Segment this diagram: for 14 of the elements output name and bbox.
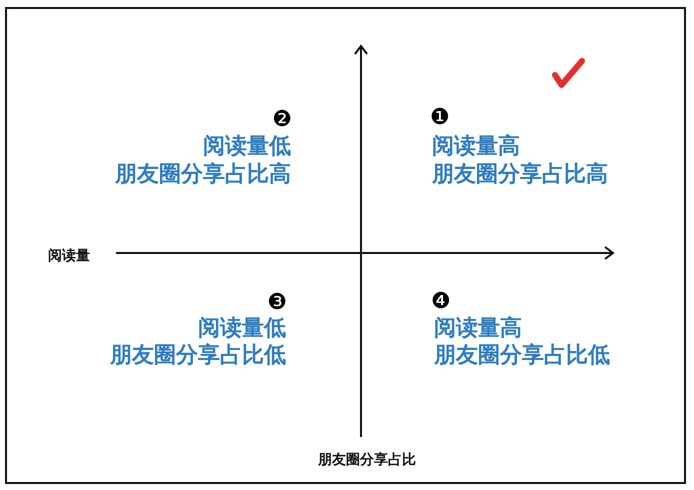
axis-label: 阅读量: [48, 247, 90, 265]
quadrant-label: 朋友圈分享占比高: [115, 162, 291, 188]
quadrant-label: 阅读量低: [198, 316, 286, 342]
callout-number: ❷: [272, 108, 292, 132]
callout-number: ❶: [430, 106, 450, 130]
quadrant-label: 阅读量低: [203, 134, 291, 160]
axis-label: 朋友圈分享占比: [318, 451, 416, 469]
quadrant-label: 阅读量高: [432, 134, 520, 160]
callout-number: ❹: [431, 290, 451, 314]
quadrant-label: 阅读量高: [434, 316, 522, 342]
quadrant-label: 朋友圈分享占比低: [434, 343, 610, 369]
quadrant-label: 朋友圈分享占比高: [432, 162, 608, 188]
quadrant-label: 朋友圈分享占比低: [110, 343, 286, 369]
callout-number: ❸: [267, 291, 287, 315]
